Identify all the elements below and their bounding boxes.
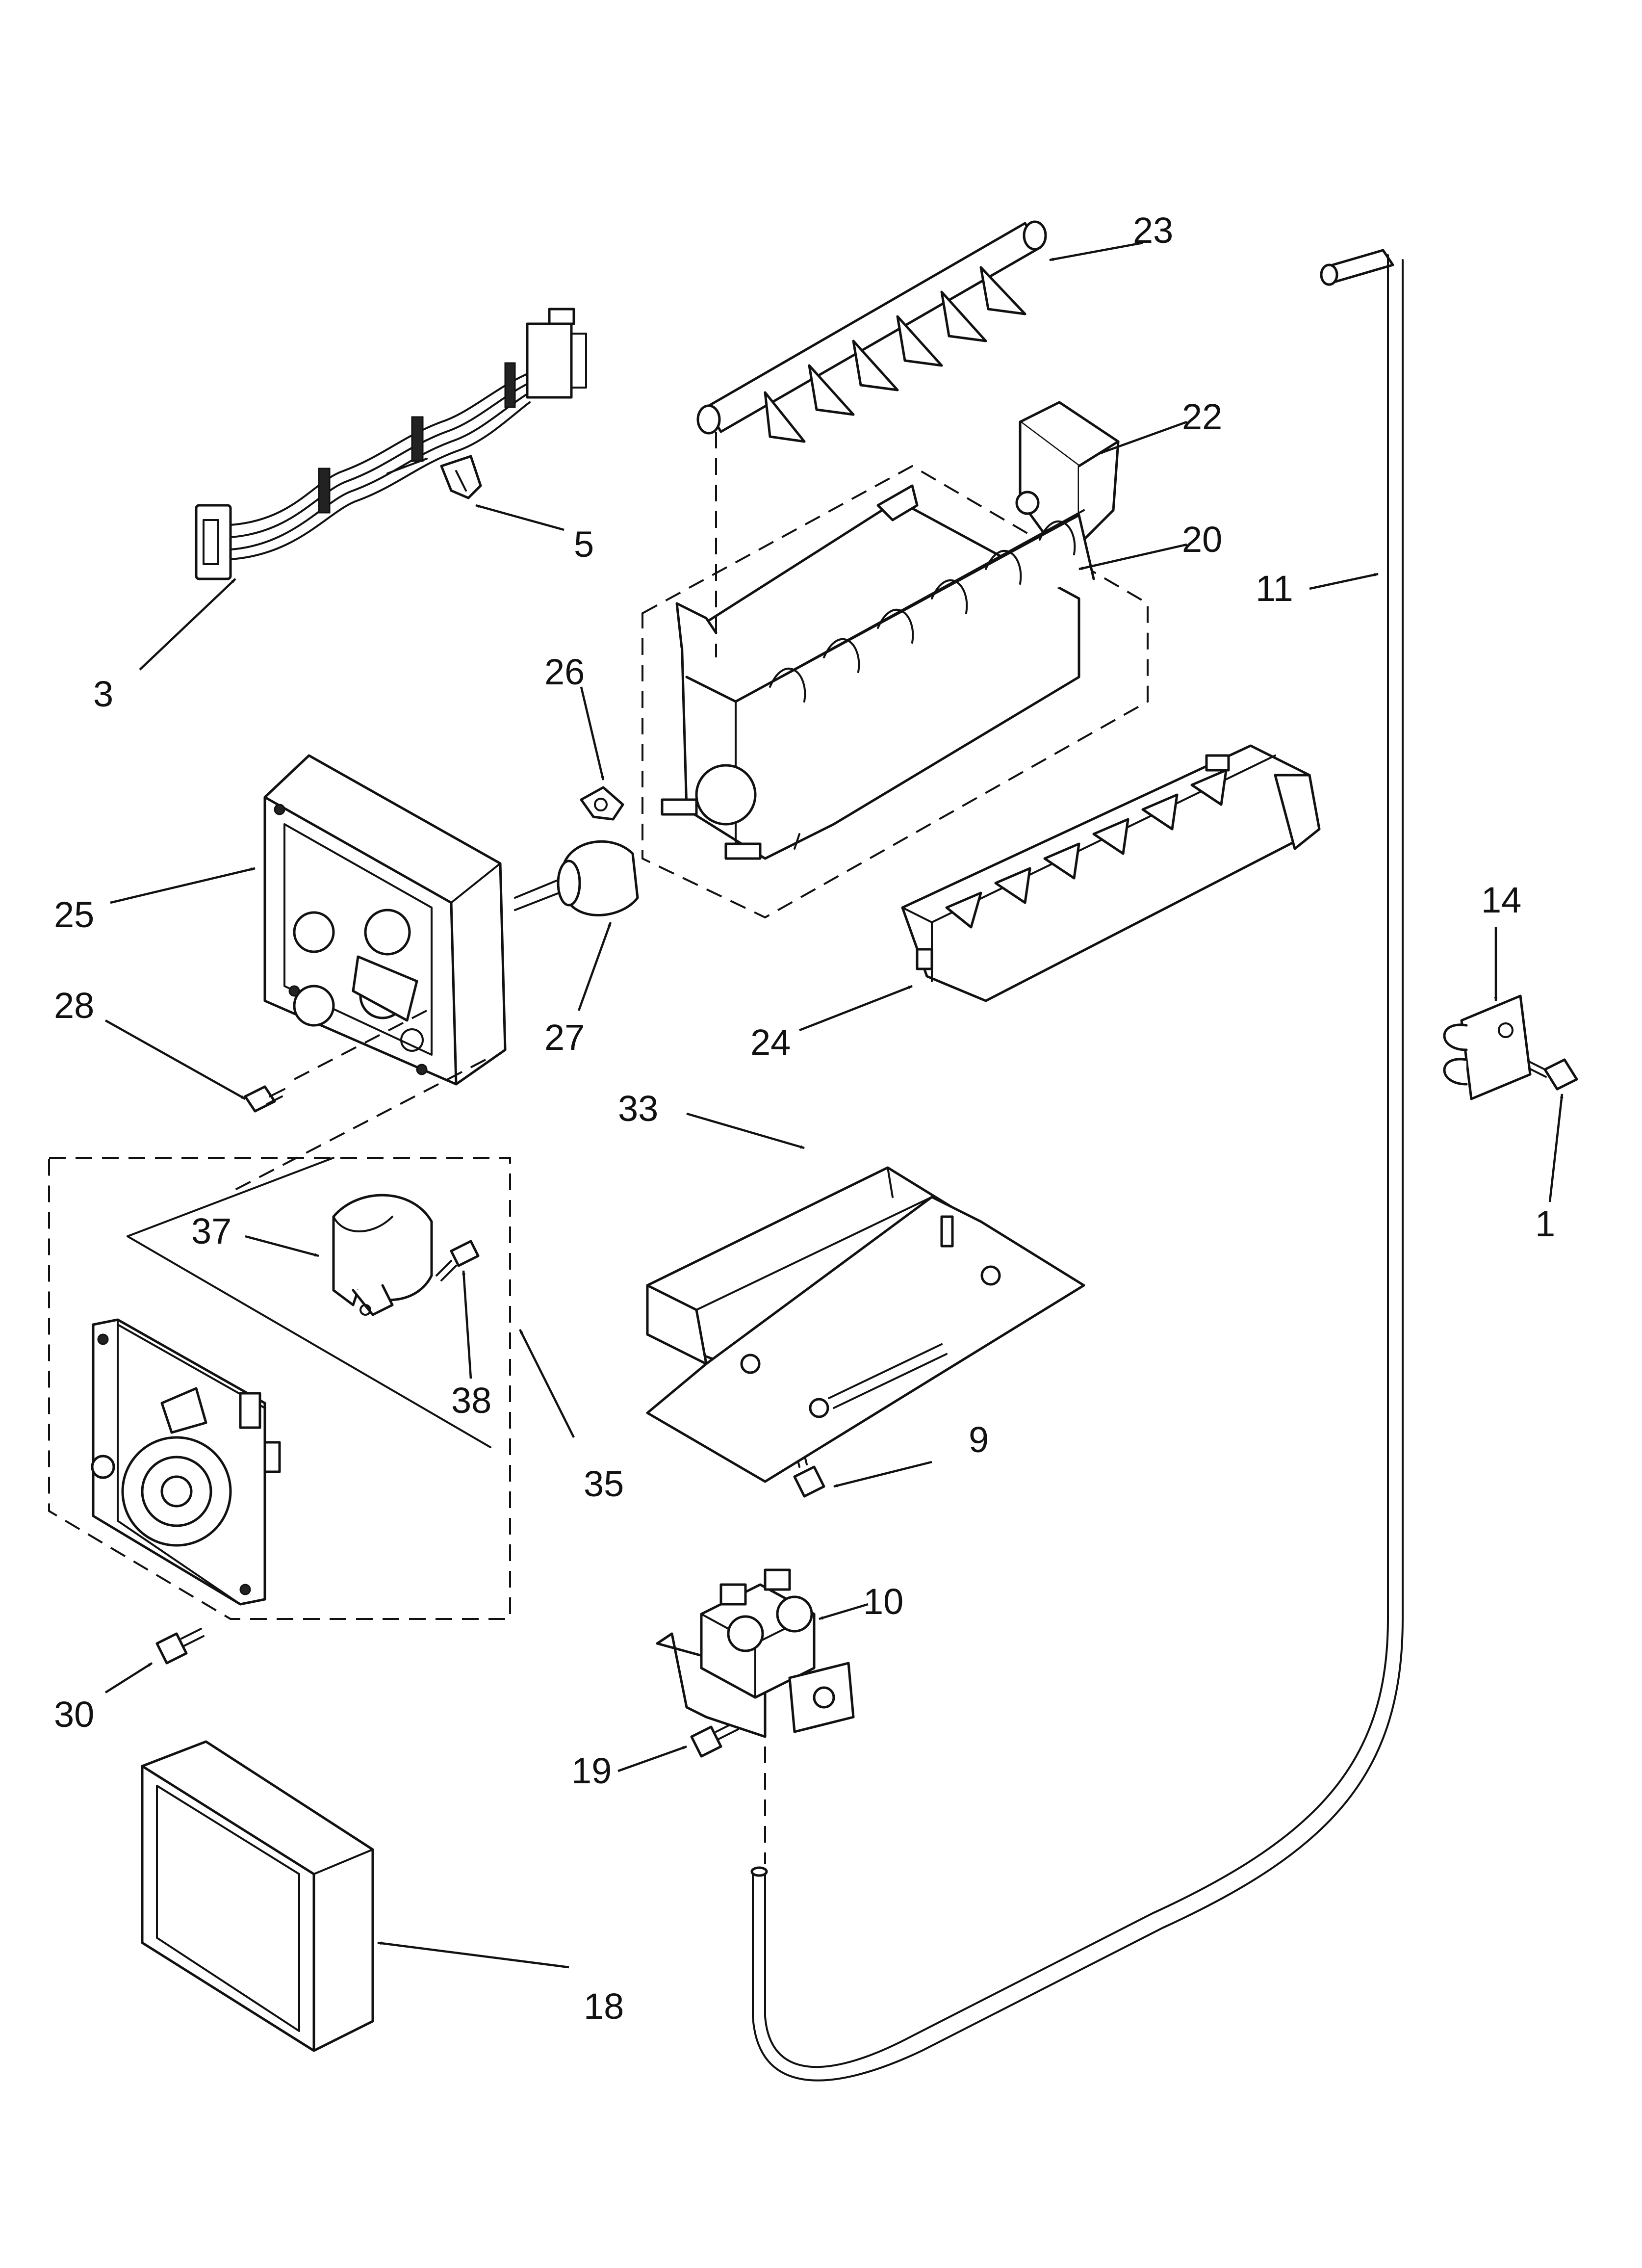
callout-20: 20 <box>1182 519 1222 560</box>
callout-9: 9 <box>969 1419 989 1460</box>
callout-labels: 23 22 20 11 3 5 26 25 27 24 28 14 1 33 3… <box>54 210 1555 2027</box>
callout-25: 25 <box>54 894 94 935</box>
shield-part <box>646 1166 1085 1483</box>
callout-27: 27 <box>544 1017 585 1058</box>
thermostat-part <box>514 840 639 916</box>
screw-38 <box>436 1240 480 1281</box>
callout-1: 1 <box>1535 1203 1555 1244</box>
wire-harness-part <box>195 308 587 580</box>
assembly-lines <box>230 432 766 1864</box>
callout-33: 33 <box>618 1088 658 1129</box>
screw-28 <box>244 1085 285 1113</box>
callout-23: 23 <box>1133 210 1173 251</box>
clip-part <box>440 455 482 499</box>
callout-19: 19 <box>571 1750 612 1791</box>
callout-11: 11 <box>1256 568 1293 609</box>
ice-mold-part <box>641 465 1149 919</box>
callout-38: 38 <box>451 1380 491 1421</box>
callout-28: 28 <box>54 985 94 1026</box>
screw-30 <box>155 1628 205 1665</box>
stripper-part <box>901 744 1321 1002</box>
ejector-part <box>696 220 1047 443</box>
module-kit-part <box>48 1157 511 1620</box>
control-housing-part <box>263 754 507 1086</box>
leader-lines <box>104 241 1564 1969</box>
bracket-part <box>1443 994 1532 1100</box>
callout-24: 24 <box>750 1022 791 1063</box>
cover-part <box>141 1740 374 2052</box>
callout-10: 10 <box>863 1581 903 1622</box>
gear-module-part <box>91 1318 281 1606</box>
callout-3: 3 <box>93 674 113 714</box>
motor-part <box>332 1194 433 1316</box>
screw-19 <box>690 1721 739 1758</box>
thermostat-clip-part <box>580 786 624 821</box>
screw-1 <box>1524 1058 1578 1091</box>
water-valve-part <box>656 1568 855 1738</box>
callout-35: 35 <box>584 1463 624 1504</box>
callout-30: 30 <box>54 1694 94 1735</box>
fill-tube-part <box>750 249 1404 2082</box>
callout-26: 26 <box>544 652 585 692</box>
callout-5: 5 <box>574 524 594 565</box>
callout-18: 18 <box>584 1986 624 2027</box>
callout-14: 14 <box>1481 880 1521 920</box>
callout-37: 37 <box>191 1211 231 1251</box>
callout-22: 22 <box>1182 396 1222 437</box>
